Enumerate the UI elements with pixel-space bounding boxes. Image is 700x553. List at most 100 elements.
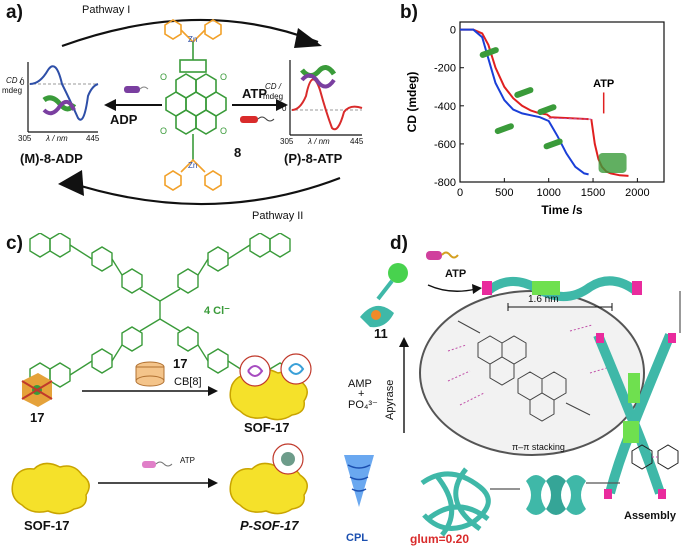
molecule-11-icon bbox=[360, 263, 408, 328]
atp-annotation: ATP bbox=[593, 78, 614, 90]
base-pair-structure bbox=[631, 444, 679, 470]
pathway-2-arc bbox=[67, 176, 341, 206]
twisted-ribbons bbox=[526, 475, 586, 515]
compound-8-label: 8 bbox=[234, 145, 242, 160]
adp-label: ADP bbox=[110, 112, 138, 127]
left-x-max: 445 bbox=[86, 134, 100, 143]
x-tick-label: 2000 bbox=[625, 187, 649, 199]
plot-frame bbox=[459, 21, 665, 183]
helix-icon-chart bbox=[598, 152, 627, 173]
small-17-label: 17 bbox=[30, 410, 45, 425]
adp-molecule-icon bbox=[124, 86, 149, 93]
sof-17-sheet-top bbox=[229, 353, 312, 421]
o-label-1: O bbox=[160, 72, 167, 82]
top-helix-stack bbox=[482, 276, 642, 311]
panel-a-graphics: O O O O Zn Zn bbox=[27, 18, 363, 206]
sof-17-sheet-left bbox=[11, 462, 90, 515]
right-helix-icon bbox=[300, 65, 337, 89]
stacking-label: π–π stacking bbox=[512, 442, 565, 452]
rod-icon-3 bbox=[494, 123, 514, 135]
right-x-min: 305 bbox=[280, 137, 294, 146]
x-tick-label: 1000 bbox=[536, 187, 560, 199]
pathway-1-arrowhead bbox=[294, 28, 322, 48]
y-tick-label: -400 bbox=[434, 101, 456, 113]
rod-icon-1 bbox=[514, 87, 534, 98]
panel-label-c: c) bbox=[6, 233, 23, 254]
atp-molecule-icon bbox=[240, 116, 275, 123]
y-axis-label: CD (mdeg) bbox=[405, 72, 419, 133]
sof-17-top-label: SOF-17 bbox=[244, 420, 290, 435]
x-tick-label: 0 bbox=[457, 187, 463, 199]
o-label-3: O bbox=[160, 126, 167, 136]
p-8-atp-label: (P)-8-ATP bbox=[284, 151, 343, 166]
atp-arrow-c-head bbox=[208, 478, 218, 488]
atp-arrow-d bbox=[427, 284, 477, 292]
left-x-axis-label: λ / nm bbox=[46, 134, 68, 143]
pathway-1-arc bbox=[61, 18, 319, 48]
compound-17-label: 17 bbox=[173, 356, 188, 371]
series-line-1 bbox=[460, 28, 589, 176]
glum-label: glum=0.20 bbox=[410, 532, 470, 546]
m-8-adp-label: (M)-8-ADP bbox=[20, 151, 83, 166]
rod-icon-0 bbox=[479, 47, 499, 58]
p-sof-17-sheet bbox=[229, 443, 308, 515]
left-cd-curve bbox=[29, 65, 99, 121]
po4-label: PO₄³⁻ bbox=[348, 399, 378, 411]
panel-label-a: a) bbox=[6, 2, 23, 23]
assembly-label: Assembly bbox=[624, 510, 676, 522]
right-x-axis-label: λ / nm bbox=[308, 137, 330, 146]
cb8-barrel-icon bbox=[135, 361, 165, 387]
right-cd-curve bbox=[291, 78, 363, 131]
atp-arrowhead bbox=[276, 99, 288, 111]
right-cd-axis-label: CD / bbox=[265, 82, 281, 91]
x-tick-label: 1500 bbox=[581, 187, 605, 199]
left-helix-icon bbox=[42, 95, 77, 116]
amp-label: AMP bbox=[348, 378, 372, 390]
pathway-1-label: Pathway I bbox=[82, 4, 131, 16]
atp-icon-d bbox=[426, 251, 459, 260]
panel-label-d: d) bbox=[390, 233, 408, 254]
counterion-label: 4 Cl⁻ bbox=[204, 305, 230, 317]
adp-arrowhead bbox=[104, 99, 116, 111]
left-cd-axis-unit: mdeg bbox=[2, 86, 23, 95]
p-sof-17-label: P-SOF-17 bbox=[240, 518, 299, 533]
cb8-arrowhead bbox=[208, 386, 218, 396]
pathway-2-label: Pathway II bbox=[252, 210, 304, 222]
right-cd-axis-unit: mdeg bbox=[263, 92, 284, 101]
atp-label-d: ATP bbox=[445, 268, 467, 280]
y-tick-label: -800 bbox=[434, 177, 456, 189]
cb8-label: CB[8] bbox=[174, 376, 202, 388]
pathway-2-arrowhead bbox=[58, 170, 84, 196]
x-tick-label: 500 bbox=[495, 187, 513, 199]
right-x-max: 445 bbox=[350, 137, 364, 146]
rod-icon-2 bbox=[537, 104, 557, 116]
apyrase-arrowhead bbox=[399, 337, 409, 347]
double-helix bbox=[593, 333, 676, 499]
y-tick-label: 0 bbox=[450, 25, 456, 37]
atp-arrowhead-d bbox=[472, 284, 482, 294]
right-zero-label: 0 bbox=[282, 104, 287, 113]
distance-label: 1.6 nm bbox=[528, 294, 559, 305]
panel-c-graphics bbox=[11, 233, 312, 515]
dashed-connector bbox=[548, 117, 592, 120]
compound-8-structure bbox=[164, 19, 227, 191]
fiber-network bbox=[420, 467, 491, 537]
panel-d-graphics bbox=[344, 251, 681, 537]
sof-17-left-label: SOF-17 bbox=[24, 518, 70, 533]
plus-label: + bbox=[358, 388, 365, 400]
o-label-2: O bbox=[220, 72, 227, 82]
atp-label-a: ATP bbox=[242, 86, 268, 101]
left-cd-axis-label: CD / bbox=[6, 76, 22, 85]
zn-label-1: Zn bbox=[188, 35, 197, 44]
rod-icon-4 bbox=[543, 138, 563, 150]
molecule-11-label: 11 bbox=[374, 326, 388, 341]
cpl-label: CPL bbox=[346, 532, 368, 544]
left-zero-label: 0 bbox=[20, 78, 25, 87]
panel-label-b: b) bbox=[400, 2, 418, 23]
atp-label-c: ATP bbox=[180, 456, 195, 465]
y-tick-label: -600 bbox=[434, 139, 456, 151]
zn-label-2: Zn bbox=[188, 161, 197, 170]
small-17-icon bbox=[21, 373, 53, 407]
series-line-0 bbox=[460, 28, 589, 121]
